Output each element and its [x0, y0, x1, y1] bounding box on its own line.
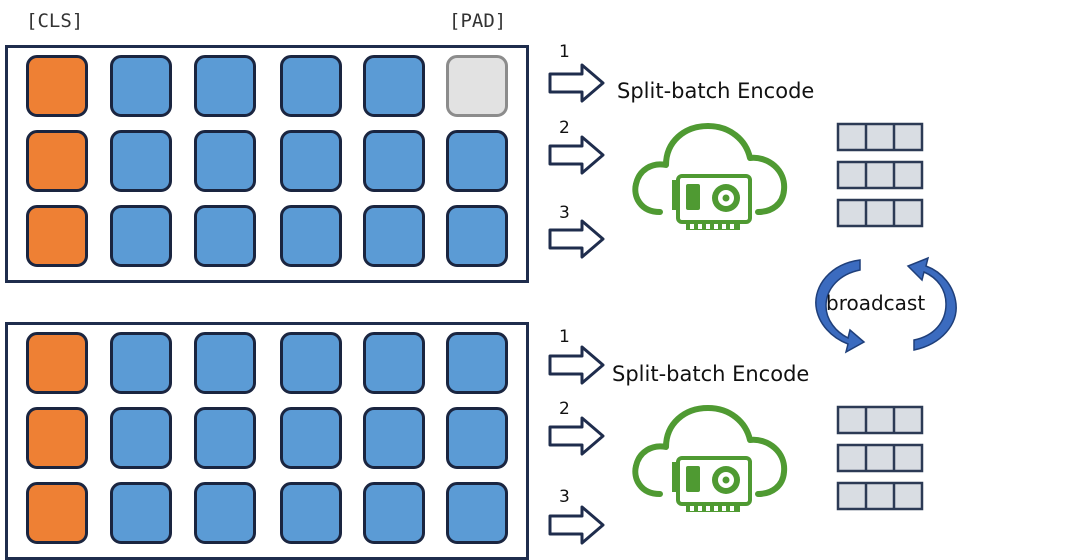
arrow-number: 2: [559, 118, 570, 138]
token-token-cell: [110, 205, 172, 267]
token-token-cell: [280, 482, 342, 544]
gpu-cloud-icon: [632, 123, 788, 230]
token-token-cell: [194, 482, 256, 544]
cls-token-cell: [26, 407, 88, 469]
arrow-number: 2: [559, 399, 570, 419]
arrow-number: 1: [559, 42, 570, 62]
token-token-cell: [110, 482, 172, 544]
token-token-cell: [280, 332, 342, 394]
token-token-cell: [446, 130, 508, 192]
token-token-cell: [194, 332, 256, 394]
token-token-cell: [194, 55, 256, 117]
cls-token-cell: [26, 205, 88, 267]
token-token-cell: [194, 130, 256, 192]
token-token-cell: [194, 205, 256, 267]
token-token-cell: [280, 205, 342, 267]
cls-token-cell: [26, 332, 88, 394]
token-token-cell: [194, 407, 256, 469]
pad-token-cell: [446, 55, 508, 117]
encoder-title-2: Split-batch Encode: [612, 362, 810, 386]
token-token-cell: [446, 407, 508, 469]
token-token-cell: [110, 130, 172, 192]
token-token-cell: [446, 205, 508, 267]
arrow-number: 3: [559, 203, 570, 223]
token-token-cell: [280, 130, 342, 192]
token-token-cell: [363, 205, 425, 267]
broadcast-label: broadcast: [826, 291, 926, 315]
cls-label: [CLS]: [26, 10, 84, 32]
batch-panel-2: [5, 322, 529, 560]
embedding-grid-icon: [836, 122, 924, 228]
right-arrow-icon: [548, 505, 605, 545]
circular-arrows-icon: [815, 256, 957, 354]
right-arrow-icon: [548, 63, 605, 103]
token-token-cell: [110, 55, 172, 117]
cls-token-cell: [26, 130, 88, 192]
gpu-cloud-icon: [632, 405, 788, 512]
right-arrow-icon: [548, 135, 605, 175]
token-token-cell: [280, 55, 342, 117]
pad-label: [PAD]: [449, 10, 507, 32]
token-token-cell: [363, 482, 425, 544]
encoder-title-1: Split-batch Encode: [617, 79, 815, 103]
token-token-cell: [363, 332, 425, 394]
token-token-cell: [446, 332, 508, 394]
arrow-number: 1: [559, 327, 570, 347]
cls-token-cell: [26, 482, 88, 544]
cls-token-cell: [26, 55, 88, 117]
token-token-cell: [446, 482, 508, 544]
right-arrow-icon: [548, 345, 605, 385]
token-token-cell: [363, 407, 425, 469]
arrow-number: 3: [559, 487, 570, 507]
right-arrow-icon: [548, 219, 605, 259]
batch-panel-1: [5, 45, 529, 283]
embedding-grid-icon: [836, 405, 924, 511]
token-token-cell: [363, 55, 425, 117]
token-token-cell: [280, 407, 342, 469]
right-arrow-icon: [548, 416, 605, 456]
token-token-cell: [110, 332, 172, 394]
token-token-cell: [110, 407, 172, 469]
token-token-cell: [363, 130, 425, 192]
